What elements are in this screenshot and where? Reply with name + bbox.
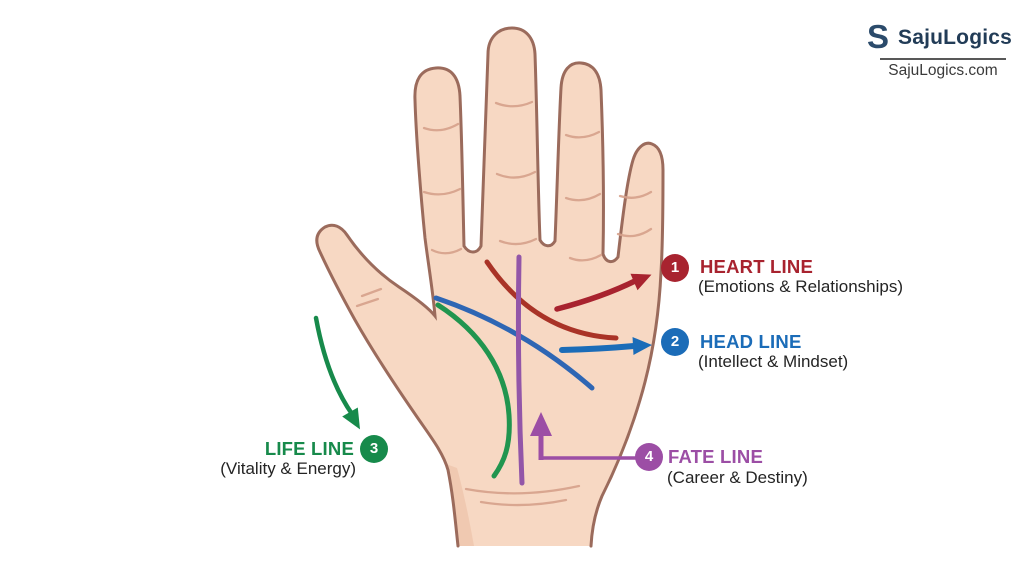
hand-outline — [315, 26, 665, 548]
life-line-badge: 3 — [360, 435, 388, 463]
head-line-title: HEAD LINE — [700, 331, 802, 352]
fate-line-subtitle: (Career & Destiny) — [667, 468, 808, 487]
wrist-shading — [446, 464, 474, 546]
fate-arrow-connector — [530, 412, 636, 460]
brand-divider — [880, 58, 1006, 60]
life-line-path — [435, 302, 512, 479]
heart-arrow — [554, 273, 652, 312]
life-line-title: LIFE LINE — [264, 438, 354, 459]
heart-line-subtitle: (Emotions & Relationships) — [698, 277, 904, 296]
skin-creases — [355, 100, 653, 507]
life-line-subtitle: (Vitality & Energy) — [220, 459, 356, 478]
brand-website: SajuLogics.com — [888, 62, 998, 79]
heart-line-badge: 1 — [661, 254, 689, 282]
logo-s-icon: S — [867, 18, 890, 55]
head-arrow — [559, 337, 652, 355]
fate-line-title: FATE LINE — [668, 446, 763, 467]
hand-shape — [316, 28, 663, 546]
heart-line-title: HEART LINE — [700, 256, 813, 277]
life-arrow — [313, 315, 360, 430]
head-line-badge: 2 — [661, 328, 689, 356]
head-line-subtitle: (Intellect & Mindset) — [698, 352, 849, 371]
fate-line-path — [515, 254, 525, 486]
brand-name: SajuLogics — [898, 26, 1013, 49]
heart-line-path — [484, 259, 619, 341]
fate-line-badge: 4 — [635, 443, 663, 471]
